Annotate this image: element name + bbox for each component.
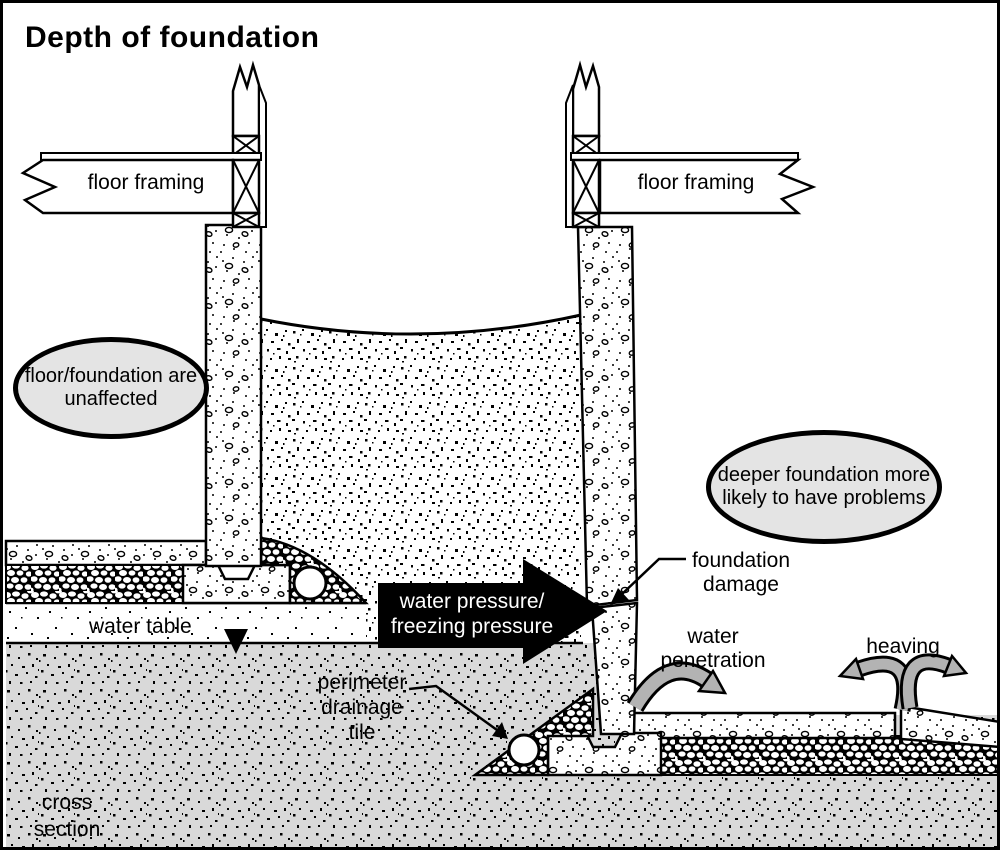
heaving-label: heaving [866,635,940,658]
right-wall-sheathing [565,84,574,228]
water-penetration-line2: penetration [660,649,766,673]
right-foundation-wall-lower [590,601,639,736]
backfill-soil-between-walls [260,313,582,643]
callout-oval-problems: deeper foundation more likely to have pr… [706,430,942,544]
right-foundation-wall-upper [576,225,639,608]
cross-section-line1: cross [41,791,93,814]
perimeter-tile-line3: tile [348,721,376,745]
heaved-slab-piece [899,704,997,749]
right-drain-tile [507,733,541,767]
perimeter-tile-line2: drainage [321,696,403,720]
foundation-damage-line1: foundation [691,549,791,572]
right-floor-framing-assembly [565,60,817,229]
floor-framing-label-right: floor framing [637,171,755,194]
water-table-label: water table [89,615,192,638]
water-table-marker-icon [224,629,248,654]
left-floor-slab [4,539,208,567]
right-foundation [471,225,997,777]
perimeter-drainage-tile-label: perimeter drainage tile [305,670,419,746]
pressure-label-line2: freezing pressure [390,614,554,638]
left-floor-framing-assembly [20,60,267,229]
callout-oval-unaffected: floor/foundation are unaffected [13,337,209,439]
left-foundation-wall [204,223,263,568]
left-wall-sheathing [258,84,267,228]
perimeter-tile-callout-arrow [408,684,508,739]
left-footing [181,563,292,605]
soil-band-above-water-table [6,603,366,643]
perimeter-tile-line1: perimeter [317,671,407,694]
water-pressure-arrow-label: water pressure/ freezing pressure [380,590,564,640]
oval-right-line1: deeper foundation [717,464,880,486]
oval-left-line2: are unaffected [64,365,198,410]
left-foundation [4,223,369,605]
water-penetration-label: water penetration [657,625,769,673]
foundation-damage-callout-arrow [610,557,686,605]
page-title: Depth of foundation [25,21,320,54]
foundation-damage-line2: damage [703,573,779,597]
foundation-damage-label: foundation damage [681,549,801,597]
left-drain-tile [292,565,328,601]
left-gravel-layer [5,564,184,604]
pressure-label-line1: water pressure/ [399,590,545,613]
water-pressure-arrow [378,559,607,664]
water-penetration-line1: water [687,625,739,648]
cross-section-line2: section [33,818,101,842]
oval-left-line1: floor/foundation [24,365,163,387]
cross-section-label: cross section [23,789,111,844]
right-wall-stud [571,60,601,138]
right-drain-gravel-mound [471,686,595,777]
floor-framing-label-left: floor framing [87,171,205,194]
water-penetration-arrow [626,661,728,713]
heaving-arrow-right [899,653,969,710]
basement-slab [632,711,897,740]
right-floor-joist-band [598,158,817,215]
oval-right-line3: have problems [794,487,926,509]
cross-section-drawing [4,60,997,847]
grade-surface-line [260,313,582,336]
oval-right-line2: more likely to [722,464,931,509]
left-wall-stud [231,60,261,138]
